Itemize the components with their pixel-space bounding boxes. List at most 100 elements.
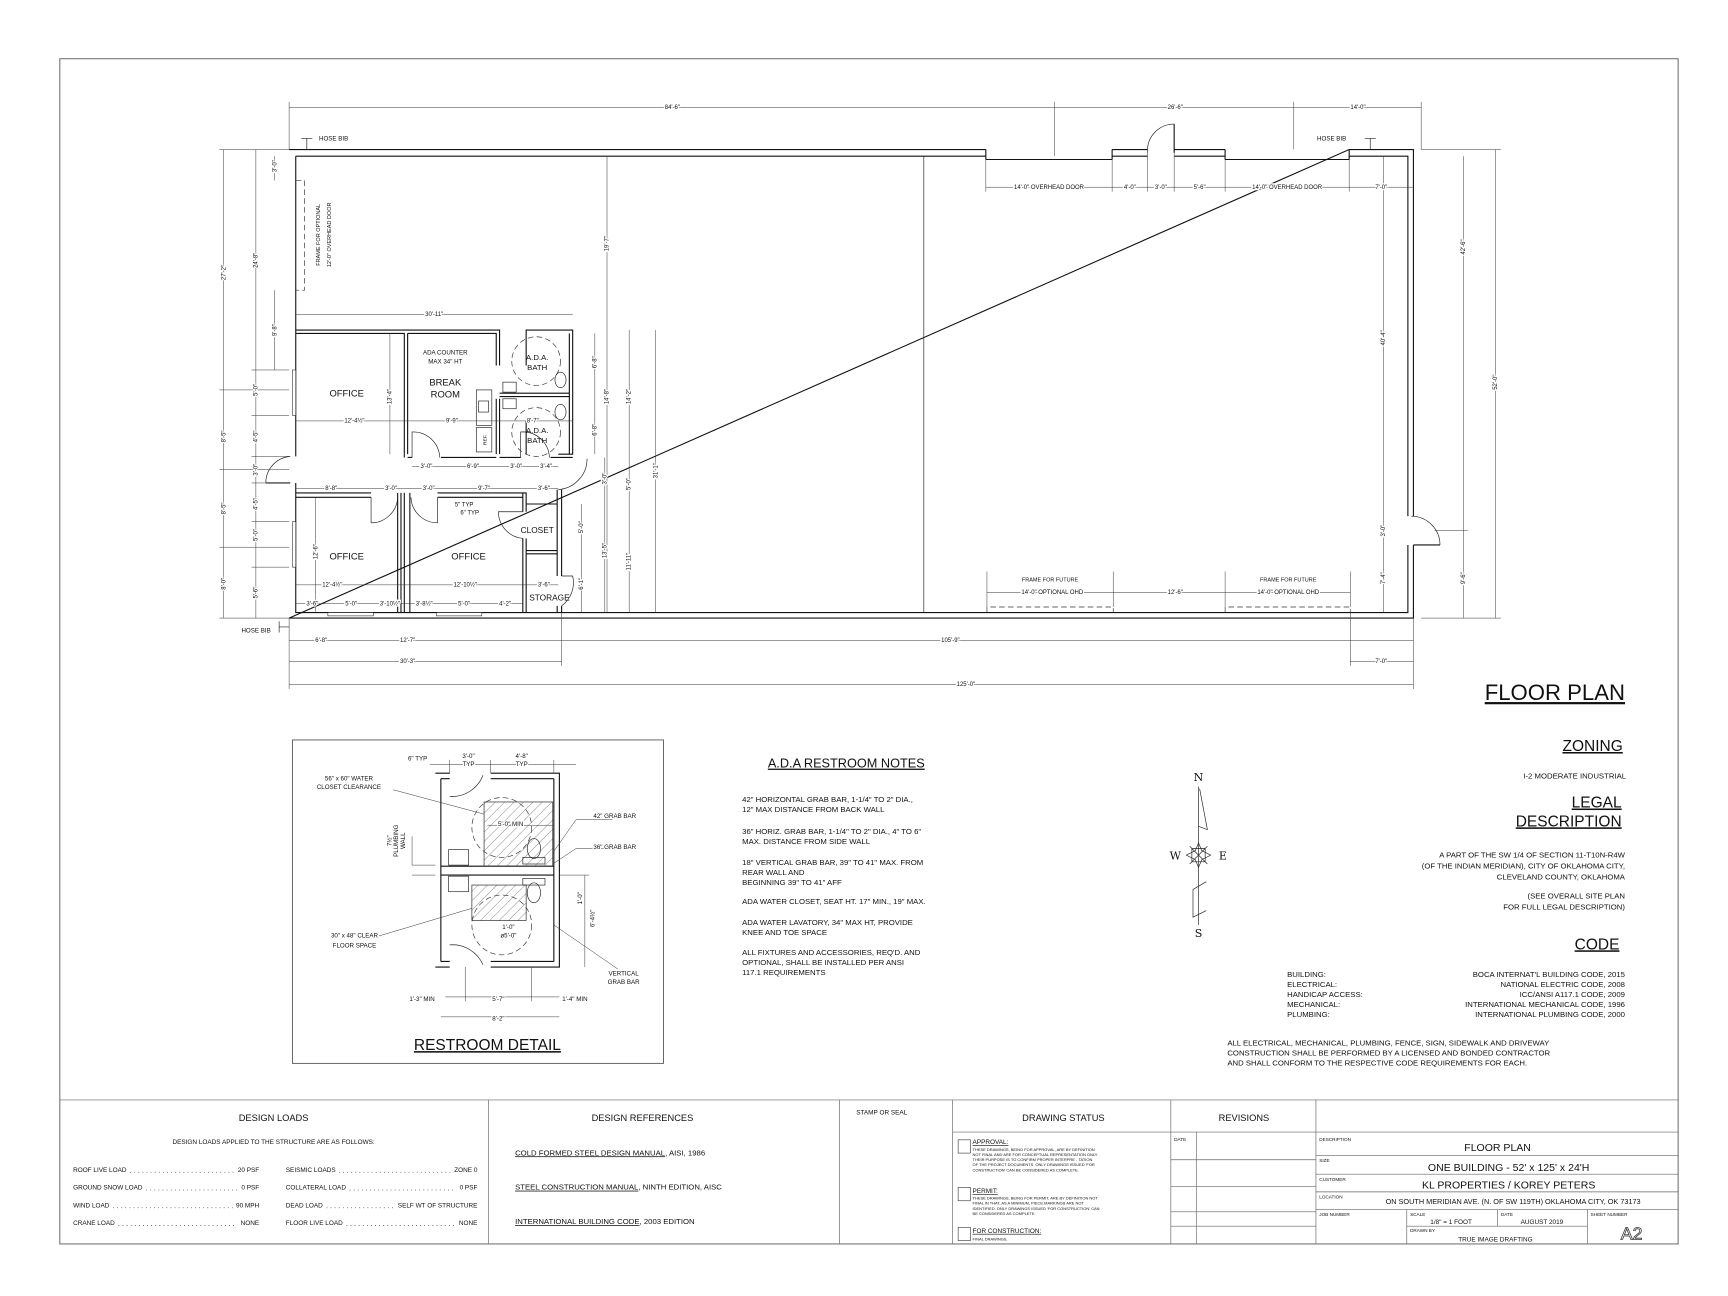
room-office: OFFICE [329, 550, 364, 561]
design-loads-intro: DESIGN LOADS APPLIED TO THE STRUCTURE AR… [172, 1139, 374, 1146]
restroom-detail-label: 5'-0" MIN [498, 821, 523, 828]
scale-value: 1/8" = 1 FOOT [1430, 1219, 1472, 1226]
code-item-label: MECHANICAL: [1287, 1000, 1340, 1009]
size-label: SIZE [1319, 1158, 1329, 1163]
ada-note-line: ADA WATER CLOSET, SEAT HT. 17" MIN., 19"… [742, 897, 926, 906]
design-reference-detail: , NINTH EDITION, AISC [638, 1183, 722, 1192]
construction-note-line: FINAL DRAWINGS. [973, 1237, 1008, 1242]
approval-note-line: THEIR PURPOSE IS TO CONFIRM PROPER INTER… [973, 1157, 1093, 1162]
compass-n: N [1194, 771, 1204, 784]
floor-plan: HOSE BIB HOSE BIB HOSE BIB FRAME FOR OPT… [219, 101, 1501, 689]
room-break-room: BREAK [429, 376, 462, 387]
design-load-label: SEISMIC LOADS [286, 1167, 336, 1174]
dimension-label: 3'-0" [421, 464, 433, 470]
frame-future-label: FRAME FOR FUTURE [1260, 578, 1317, 584]
dimension-label: 6'-8" [315, 638, 327, 644]
sheet-number-value: A2 [1621, 1224, 1643, 1244]
ada-note-line: MAX. DISTANCE FROM SIDE WALL [742, 837, 871, 846]
dimension-label: 4'-2" [499, 601, 511, 607]
restroom-detail-label: VERTICAL [609, 970, 640, 977]
dimension-label: 3'-0" [385, 486, 397, 492]
description-label: DESCRIPTION [1319, 1137, 1351, 1142]
ada-note-line: 12" MAX DISTANCE FROM BACK WALL [742, 805, 885, 814]
restroom-detail-label: 1'-3" MIN [409, 996, 434, 1003]
permit-label: PERMIT: [973, 1188, 998, 1195]
restroom-detail-label: 5'-7" [492, 996, 504, 1003]
hose-bib-label: HOSE BIB [1317, 136, 1346, 143]
ada-note-line: 42" HORIZONTAL GRAB BAR, 1-1/4" TO 2" DI… [742, 795, 913, 804]
restroom-detail-label: 56" x 60" WATER [325, 775, 374, 782]
ada-note-line: 117.1 REQUIREMENTS [742, 968, 825, 977]
dimension-label: 13'-5" [602, 543, 608, 558]
dimension-label: 24'-8" [253, 253, 259, 268]
legal-see-line: (SEE OVERALL SITE PLAN [1528, 891, 1625, 900]
hose-bib-label: HOSE BIB [241, 627, 270, 634]
restroom-detail-title: RESTROOM DETAIL [414, 1037, 561, 1054]
design-load-value: 90 MPH [236, 1202, 260, 1209]
dimension-label: 3'-0" [510, 464, 522, 470]
restroom-detail-label: TYP [516, 761, 528, 768]
dimension-label: 3'-0" [423, 486, 435, 492]
man-door-east [1406, 515, 1441, 546]
dimension-label: 5'-6" [1194, 185, 1206, 191]
compass-rose-icon [1185, 786, 1212, 925]
restroom-detail-label: CLOSET CLEARANCE [317, 784, 381, 791]
permit-checkbox [957, 1187, 971, 1202]
code-item-value: NATIONAL ELECTRIC CODE, 2008 [1501, 980, 1625, 989]
dimension-label: 9'-6" [1461, 572, 1467, 584]
bath-fixtures [475, 336, 567, 457]
dimension-label: 8'-5" [221, 430, 227, 442]
design-loads: DESIGN LOADS DESIGN LOADS APPLIED TO THE… [73, 1113, 478, 1227]
dimension-label: 3'-10½" [380, 600, 400, 607]
design-reference: COLD FORMED STEEL DESIGN MANUAL, AISI, 1… [515, 1148, 705, 1157]
dimension-label: 3'-4" [540, 464, 552, 470]
approval-checkbox [957, 1139, 971, 1154]
dimension-label: 6'-8" [592, 424, 598, 436]
approval-note-line: NOT FINAL AND ARE FOR CONCEPTUAL REPRESE… [973, 1152, 1098, 1157]
dimension-label: 7'-0" [1375, 185, 1387, 191]
dimension-label: 3'-0" [1381, 525, 1387, 537]
dimension-label: 40'-4" [1381, 330, 1387, 345]
dimension-label: 14'-0" [1350, 105, 1365, 111]
approval-note-line: OF THE PROJECT DOCUMENTS. ONLY DRAWINGS … [973, 1162, 1095, 1167]
restroom-detail-label: GRAB BAR [608, 979, 641, 986]
refrigerator-label: REF. [482, 434, 488, 445]
legal-line: CLEVELAND COUNTY, OKLAHOMA [1497, 873, 1626, 882]
dimension-label: 14'-0" OVERHEAD DOOR [1252, 185, 1323, 191]
code-item-label: ELECTRICAL: [1287, 980, 1337, 989]
code-item-label: HANDICAP ACCESS: [1287, 990, 1363, 999]
restroom-detail-label: 6'-4½" [589, 910, 596, 927]
design-load-value: ZONE 0 [454, 1167, 478, 1174]
ada-note-line: 18" VERTICAL GRAB BAR, 39" TO 41" MAX. F… [742, 858, 923, 867]
restroom-detail-label: TYP [463, 761, 475, 768]
code-item-value: BOCA INTERNAT'L BUILDING CODE, 2015 [1473, 970, 1625, 979]
permit-note-line: FINAL IN THAT, AS A MINIMUM, PIECE MARKI… [973, 1201, 1085, 1206]
dimension-label: 5" TYP [455, 503, 474, 509]
legal-description-section: LEGAL DESCRIPTION A PART OF THE SW 1/4 O… [1422, 795, 1626, 912]
exterior-walls [288, 148, 1414, 619]
job-number-label: JOB NUMBER [1319, 1212, 1350, 1217]
design-reference: INTERNATIONAL BUILDING CODE, 2003 EDITIO… [515, 1217, 695, 1226]
ada-counter-label: MAX 34" HT [428, 358, 462, 365]
dimension-label: 6'-8" [592, 356, 598, 368]
room-ada-bath: A.D.A. [526, 353, 548, 362]
code-item-value: ICC/ANSI A117.1 CODE, 2009 [1520, 990, 1625, 999]
dimension-label: 5'-0" [579, 521, 585, 533]
room-break-room: ROOM [431, 389, 460, 400]
code-heading: CODE [1575, 936, 1620, 953]
approval-note-line: CONSTRUCTION' CAN BE CONSIDERED AS COMPL… [973, 1167, 1079, 1172]
restroom-detail-label: ø5'-0" [500, 933, 516, 940]
design-load-label: DEAD LOAD [286, 1202, 323, 1209]
dimension-label: 31'-1" [653, 463, 659, 478]
ada-note-line: 36" HORIZ. GRAB BAR, 1-1/4" TO 2" DIA., … [742, 827, 921, 836]
design-load-value: 20 PSF [238, 1167, 259, 1174]
design-references: DESIGN REFERENCES COLD FORMED STEEL DESI… [515, 1113, 722, 1226]
dimension-label: 6'-1" [579, 578, 585, 590]
design-load-value: NONE [241, 1220, 260, 1227]
description-value: FLOOR PLAN [1464, 1142, 1531, 1154]
construction-label: FOR CONSTRUCTION: [973, 1228, 1042, 1235]
dimension-label: 14'-0" OPTIONAL OHD [1257, 590, 1319, 596]
dimension-label: 12'-4½" [344, 418, 364, 425]
